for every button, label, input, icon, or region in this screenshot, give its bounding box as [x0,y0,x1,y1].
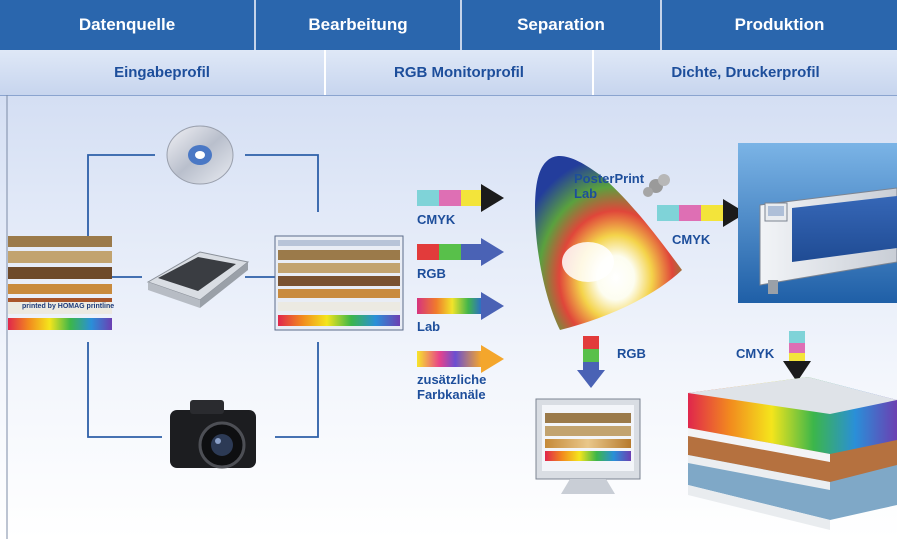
connector-lines [87,154,319,438]
arrow-to-monitor [577,336,605,388]
printed-boards [688,377,897,530]
arrow-lab [417,292,504,320]
camera-icon [170,400,256,469]
stage-header: Datenquelle Bearbeitung Separation Produ… [0,0,897,50]
color-gamut [535,155,682,330]
label-lab-input: Lab [417,319,441,334]
label-rgb-input: RGB [417,266,446,281]
stage-produktion: Produktion [734,15,825,34]
monitor-icon [535,398,641,494]
label-cmyk-boards: CMYK [736,346,775,361]
profile-rgb-monitorprofil: RGB Monitorprofil [326,50,594,95]
label-gamut: PosterPrint Lab [574,171,645,201]
arrow-extra-channels [417,345,504,373]
photo-strips [8,236,112,330]
scanner-icon [146,251,250,308]
label-extra-channels: zusätzliche Farbkanäle [417,372,487,402]
label-rgb-monitor: RGB [617,346,646,361]
arrow-cmyk [417,184,504,212]
stage-bearbeitung: Bearbeitung [256,0,462,50]
arrow-rgb [417,238,504,266]
edited-image [274,235,404,331]
strip-text: printed by HOMAG printline [22,303,115,310]
label-cmyk-printer: CMYK [672,232,711,247]
stage-datenquelle: Datenquelle [0,0,256,50]
ink-cloud-icon [643,174,670,197]
arrow-to-printer [657,199,746,227]
profile-header: Eingabeprofil RGB Monitorprofil Dichte, … [0,50,897,96]
profile-dichte-druckerprofil: Dichte, Druckerprofil [671,64,820,81]
label-cmyk-input: CMYK [417,212,456,227]
stage-separation: Separation [462,0,662,50]
arrow-to-boards [783,331,811,382]
profile-eingabeprofil: Eingabeprofil [0,50,326,95]
cd-icon [166,125,234,185]
printer-image [738,143,897,303]
